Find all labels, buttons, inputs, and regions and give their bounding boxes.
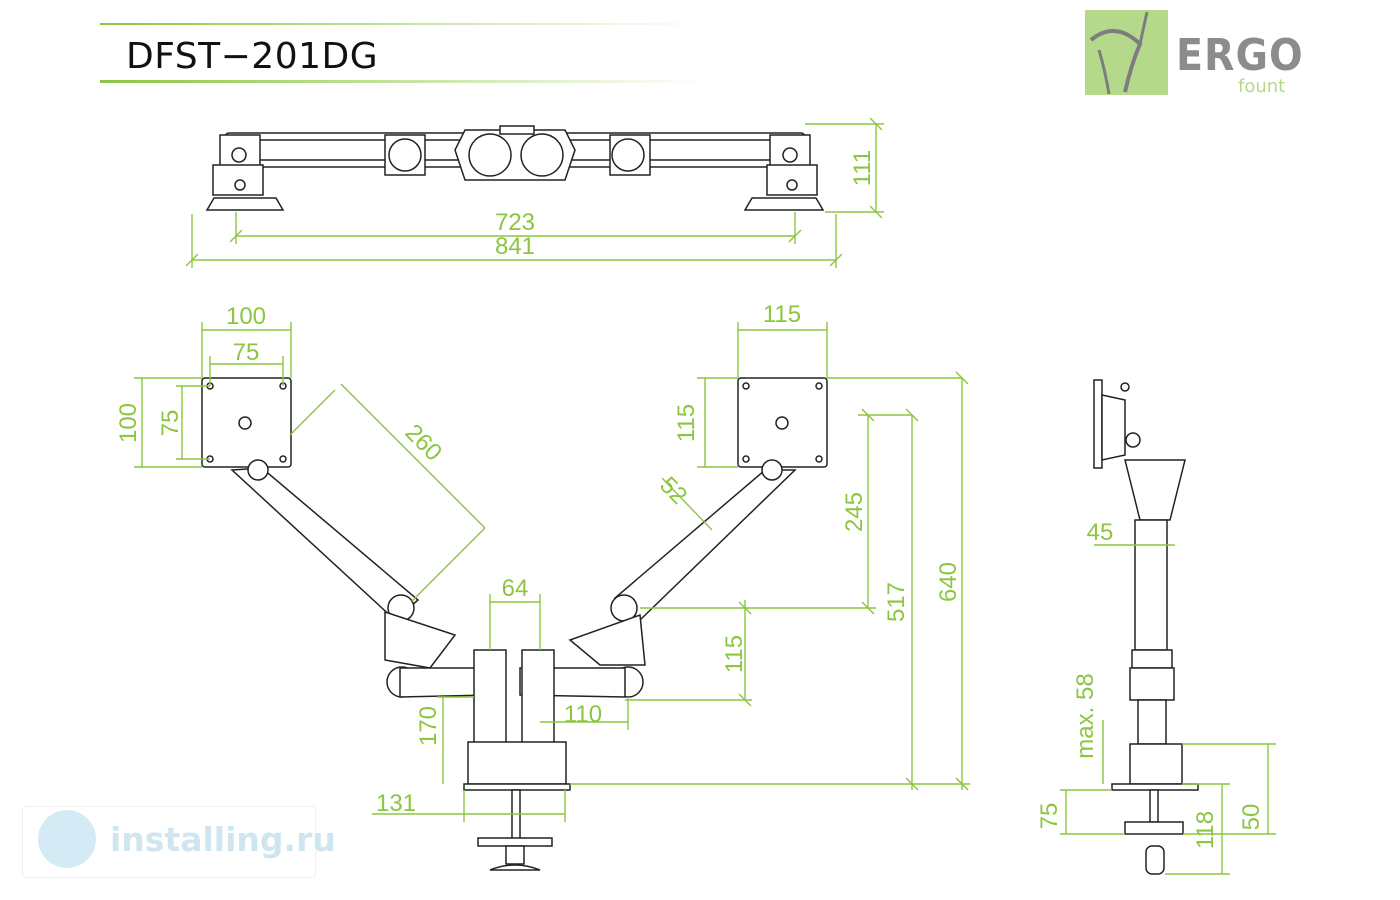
dim-75-clamp: 75 [1036,803,1063,830]
dim-260: 260 [400,419,447,466]
brand-swoosh-icon [1089,11,1149,95]
dim-64: 64 [502,575,529,602]
model-title: DFST−201DG [126,36,379,77]
watermark-logo-icon [38,810,96,868]
dim-723: 723 [495,209,535,236]
watermark-frame [22,806,316,878]
dim-45: 45 [1087,519,1114,546]
dim-100-width: 100 [226,303,266,330]
watermark-text: installing.ru [110,820,336,859]
dim-115-plate-width: 115 [763,301,801,328]
dim-517: 517 [883,582,910,622]
dim-841: 841 [495,233,535,260]
front-dimension-lines [134,322,970,822]
dim-100-height: 100 [115,403,142,443]
dim-111: 111 [849,150,876,186]
dim-110: 110 [564,701,602,728]
dim-50: 50 [1238,804,1265,831]
title-rule-bottom [100,80,705,83]
dim-115-plate-height: 115 [673,404,700,442]
dim-75-width: 75 [233,339,260,366]
side-view [1093,379,1199,875]
dim-118: 118 [1192,811,1219,849]
brand-logo-mark [1085,10,1168,95]
front-view [201,377,828,871]
dim-max-58: max. 58 [1072,673,1099,758]
dim-245: 245 [841,492,868,532]
brand-subtitle: fount [1238,76,1286,97]
top-dimension-lines [185,117,884,268]
dim-170: 170 [415,706,442,746]
dim-131: 131 [376,790,416,817]
dim-640: 640 [935,562,962,602]
title-rule-top [100,23,705,25]
brand-name: ERGO [1176,30,1304,81]
top-view [205,125,825,211]
side-dimension-lines [1060,544,1276,875]
dim-75-height: 75 [157,410,184,437]
dim-115-pivot: 115 [721,635,748,673]
